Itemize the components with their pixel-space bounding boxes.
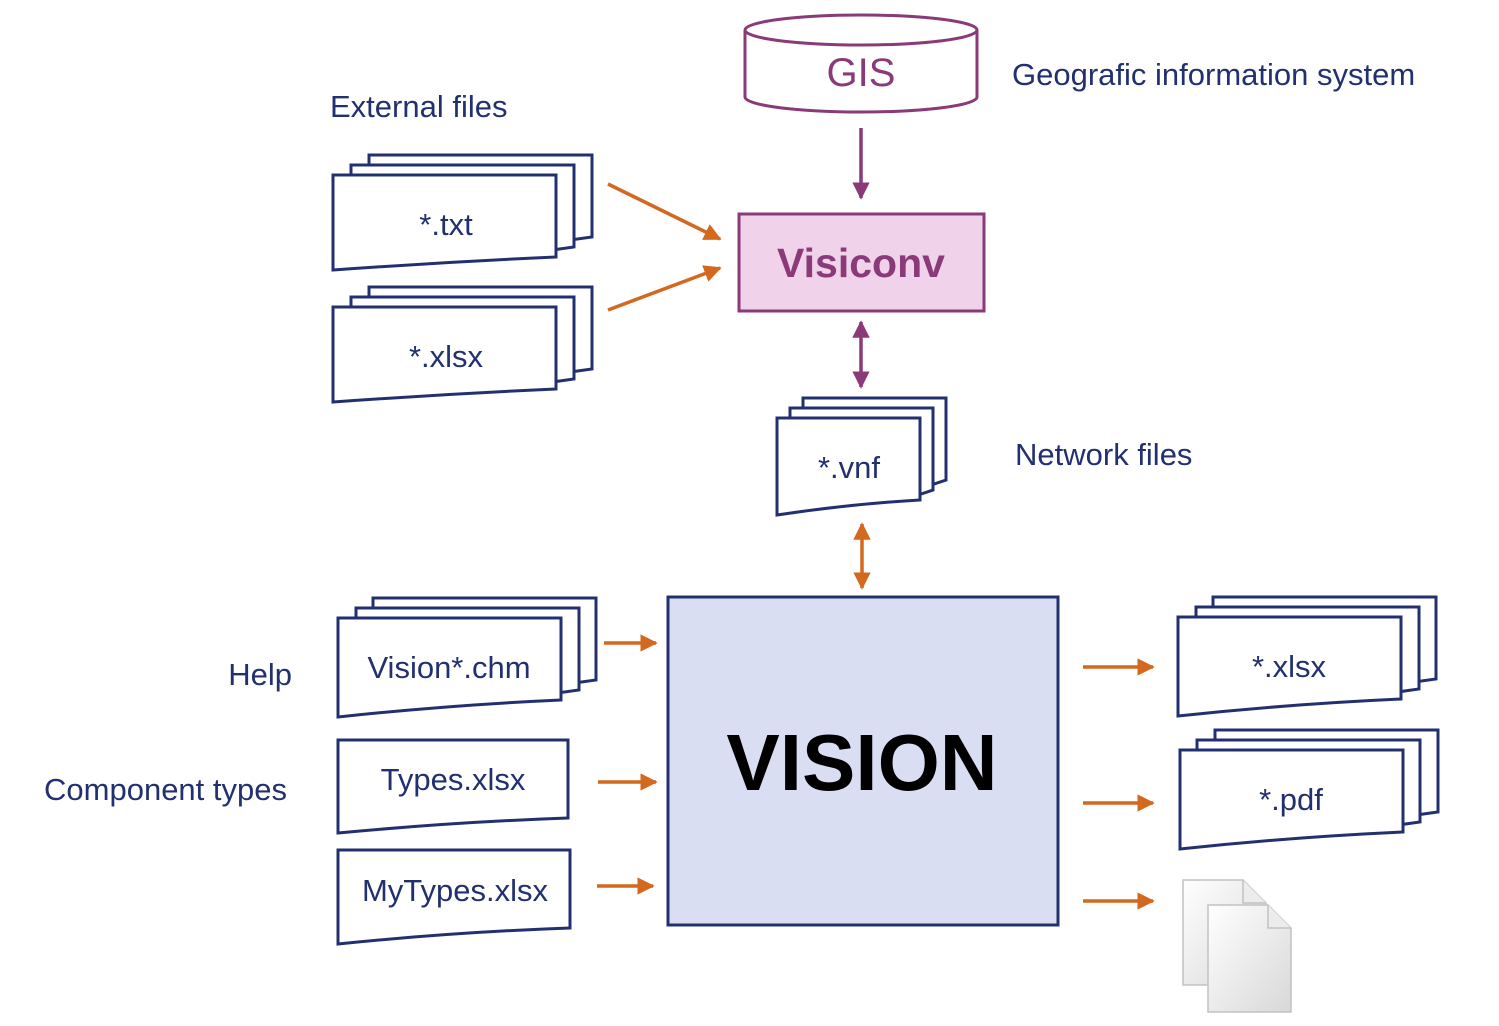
- component-types-label: Component types: [44, 772, 287, 807]
- xlsx-input-doc: *.xlsx: [331, 285, 594, 404]
- gis-label: GIS: [827, 51, 896, 95]
- txt-files-doc: *.txt: [331, 153, 594, 272]
- vnf-network-doc: *.vnf: [775, 396, 948, 517]
- txt-to-visiconv-arrow: [607, 182, 722, 241]
- xlsx-input-doc-label: *.xlsx: [409, 339, 484, 374]
- external-files-label: External files: [330, 89, 507, 124]
- vision-box: VISION: [666, 595, 1060, 927]
- gis-description: Geografic information system: [1012, 57, 1415, 92]
- visiconv-label: Visiconv: [777, 240, 945, 286]
- vnf-doc-label: *.vnf: [818, 450, 880, 485]
- types-doc-label: Types.xlsx: [381, 762, 526, 797]
- txt-doc-label: *.txt: [419, 207, 473, 242]
- xlsx-output-doc: *.xlsx: [1176, 595, 1438, 718]
- pdf-output-doc: *.pdf: [1178, 728, 1440, 851]
- network-files-label: Network files: [1015, 437, 1192, 472]
- help-label: Help: [228, 657, 292, 692]
- chm-doc-label: Vision*.chm: [367, 650, 530, 685]
- document-copy-icon: [1182, 879, 1292, 1013]
- gis-database: GIS: [743, 13, 979, 114]
- mytypes-doc-label: MyTypes.xlsx: [362, 873, 549, 908]
- visiconv-box: Visiconv: [737, 212, 986, 313]
- types-doc: Types.xlsx: [336, 738, 570, 835]
- mytypes-doc: MyTypes.xlsx: [336, 848, 572, 946]
- vision-label: VISION: [726, 718, 997, 807]
- xlsx-output-doc-label: *.xlsx: [1252, 649, 1327, 684]
- xlsx-to-visiconv-arrow: [607, 265, 722, 312]
- chm-help-doc: Vision*.chm: [336, 596, 598, 719]
- pdf-doc-label: *.pdf: [1259, 782, 1323, 817]
